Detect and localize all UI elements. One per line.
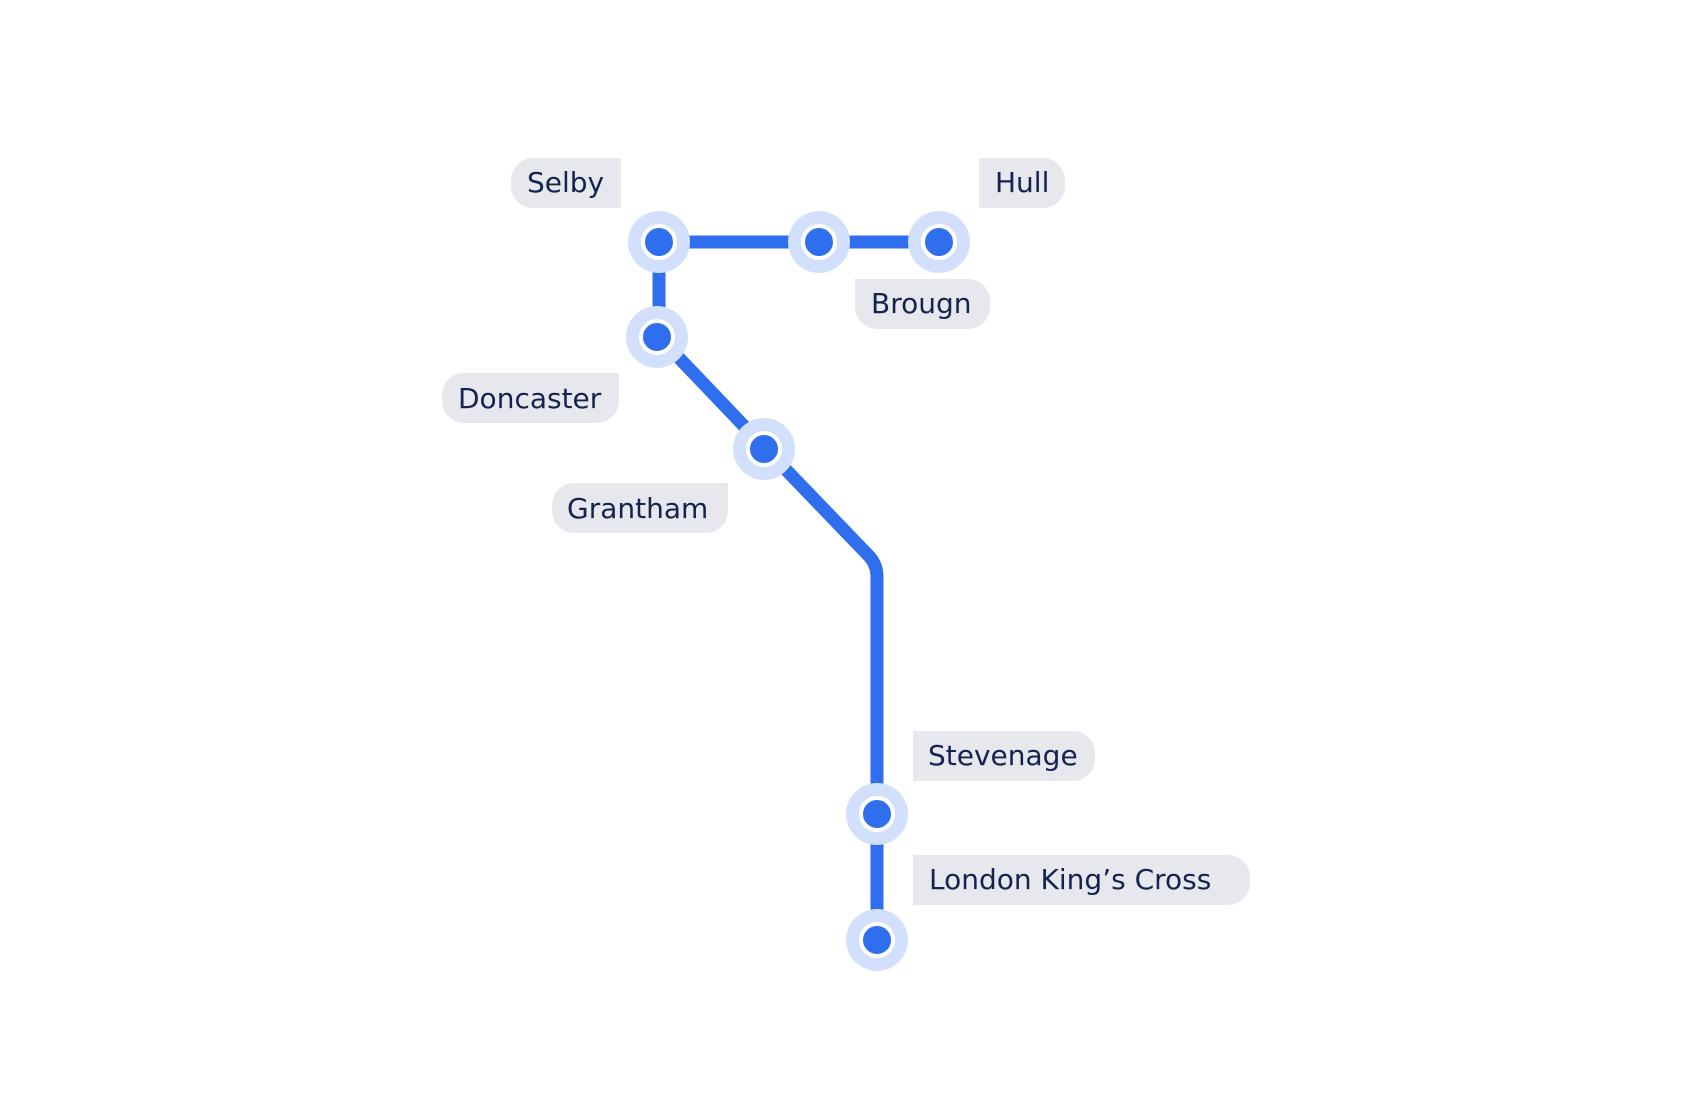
station-label-text: Brougn [871, 287, 972, 320]
station-label-brough[interactable]: Brougn [855, 279, 990, 329]
station-label-selby[interactable]: Selby [511, 158, 621, 208]
station-label-london-kings-cross[interactable]: London King’s Cross [913, 855, 1250, 905]
station-dot [746, 431, 782, 467]
station-marker-selby[interactable] [628, 211, 690, 273]
station-marker-brough[interactable] [788, 211, 850, 273]
station-dot [859, 922, 895, 958]
station-label-bg [913, 855, 1250, 905]
station-label-hull[interactable]: Hull [979, 158, 1065, 208]
station-label-bg [979, 158, 1065, 208]
station-marker-london-kings-cross[interactable] [846, 909, 908, 971]
station-label-text: Doncaster [458, 382, 602, 415]
station-label-stevenage[interactable]: Stevenage [913, 731, 1095, 781]
station-dot [921, 224, 957, 260]
station-labels: Selby Hull Brougn Doncaster Grantham Ste… [442, 158, 1250, 905]
station-marker-doncaster[interactable] [626, 306, 688, 368]
station-label-doncaster[interactable]: Doncaster [442, 373, 619, 423]
station-dot [859, 796, 895, 832]
station-marker-hull[interactable] [908, 211, 970, 273]
station-label-grantham[interactable]: Grantham [552, 483, 728, 533]
station-label-text: Grantham [567, 492, 708, 525]
station-label-bg [855, 279, 990, 329]
station-label-text: Selby [527, 166, 604, 199]
station-label-text: Stevenage [928, 739, 1078, 772]
station-label-text: Hull [995, 166, 1049, 199]
station-label-bg [913, 731, 1095, 781]
station-label-text: London King’s Cross [929, 863, 1211, 896]
station-marker-grantham[interactable] [733, 418, 795, 480]
station-label-bg [552, 483, 728, 533]
station-marker-stevenage[interactable] [846, 783, 908, 845]
station-dot [639, 319, 675, 355]
station-markers [626, 211, 970, 971]
station-label-bg [442, 373, 619, 423]
station-dot [801, 224, 837, 260]
station-dot [641, 224, 677, 260]
station-label-bg [511, 158, 621, 208]
route-line-selby-london [652, 235, 884, 947]
